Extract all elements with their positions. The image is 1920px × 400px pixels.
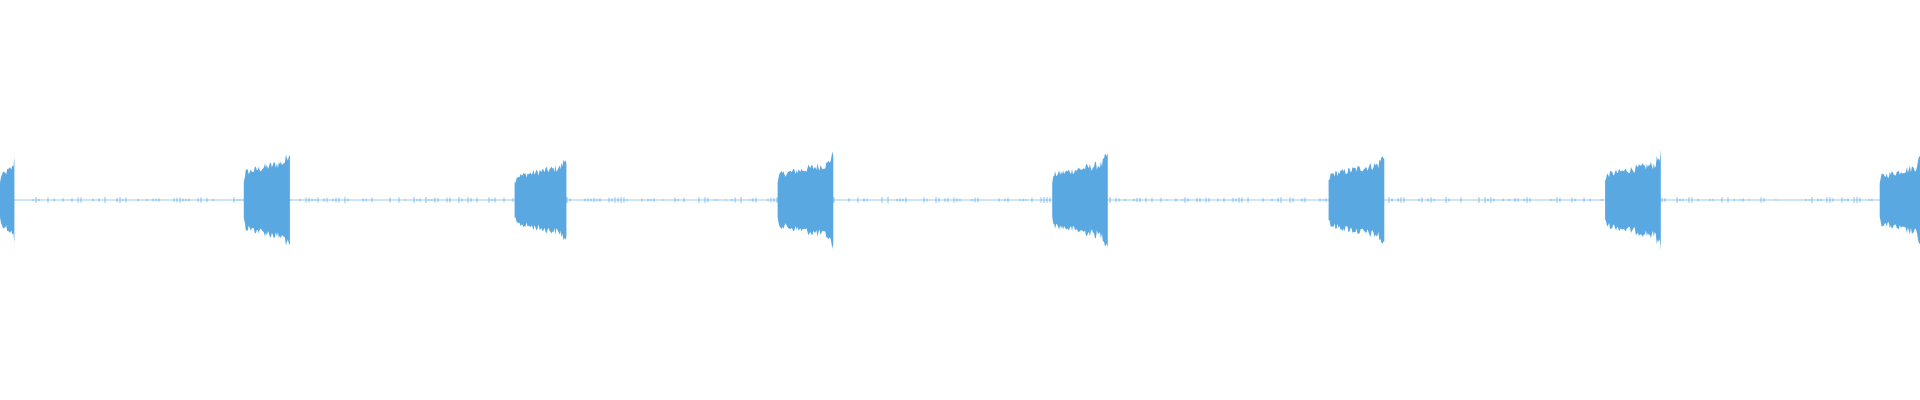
waveform-burst-3 xyxy=(777,151,834,249)
waveform-burst-6 xyxy=(1605,149,1661,251)
waveform-burst-2 xyxy=(514,159,567,241)
waveform-burst-7 xyxy=(1879,156,1920,244)
waveform-burst-0 xyxy=(0,157,15,243)
waveform-burst-4 xyxy=(1052,152,1108,248)
waveform-bursts xyxy=(0,149,1920,251)
waveform-noise xyxy=(8,196,1912,204)
